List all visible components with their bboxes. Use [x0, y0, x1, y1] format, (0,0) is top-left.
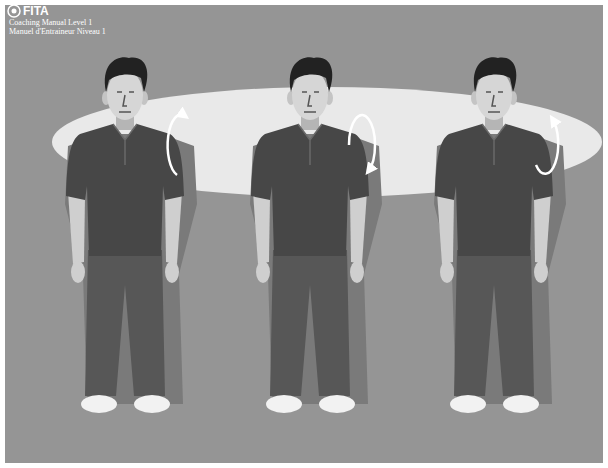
rotation-arrow: [536, 119, 558, 174]
logo-text: FITA: [23, 5, 49, 17]
figure: [250, 57, 382, 413]
figure: [65, 57, 197, 413]
manual-title: Manuel d'Entraineur Niveau 1: [9, 28, 106, 36]
logo-icon: [8, 5, 20, 17]
rotation-arrow: [168, 115, 185, 175]
rotation-arrow: [349, 115, 375, 171]
background: [5, 5, 603, 463]
manual-title: Coaching Manual Level 1: [9, 19, 92, 27]
figure: [434, 57, 566, 413]
